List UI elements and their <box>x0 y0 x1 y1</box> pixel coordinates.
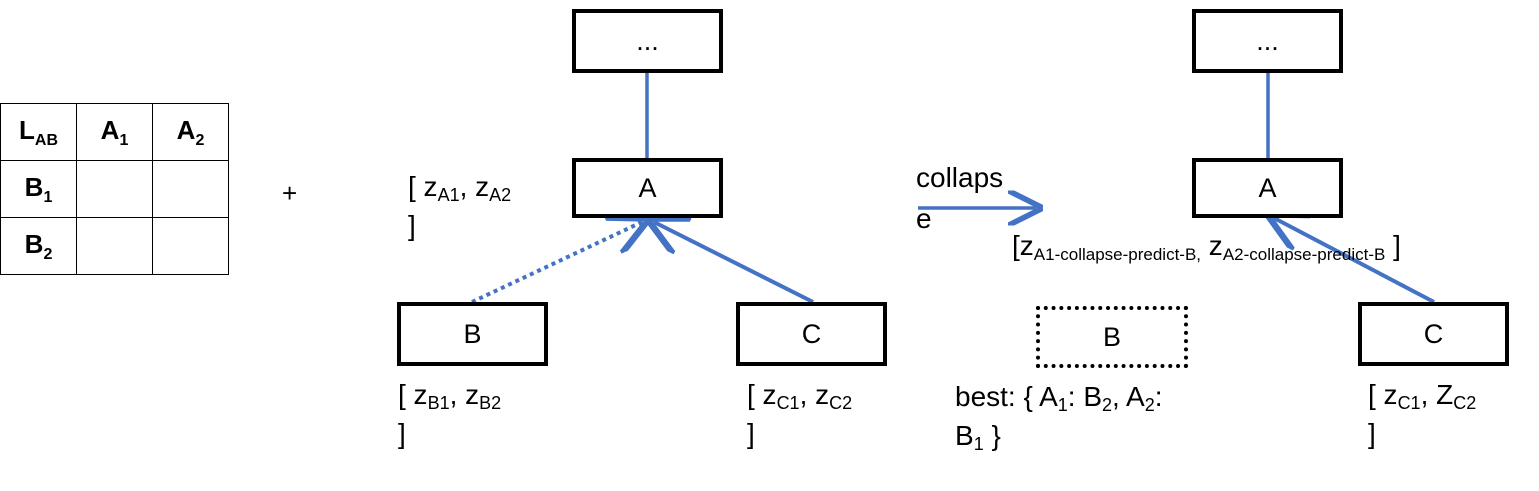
a-right-label: [zA1-collapse-predict-B, zA2-collapse-pr… <box>1012 230 1401 264</box>
node-c-left: C <box>736 302 887 366</box>
node-b-right-collapsed: B <box>1036 306 1188 368</box>
table-row-header-b1: B1 <box>0 160 77 218</box>
table-cell <box>76 160 153 218</box>
table-header-a1: A1 <box>76 103 153 161</box>
table-header-a2: A2 <box>152 103 229 161</box>
table-cell <box>152 217 229 275</box>
loss-table: LAB A1 A2 B1 B2 <box>0 103 229 275</box>
node-top-right: ... <box>1192 9 1343 73</box>
table-cell <box>76 217 153 275</box>
table-corner-cell: LAB <box>0 103 77 161</box>
table-row-header-b2: B2 <box>0 217 77 275</box>
c-right-label: [ zC1, ZC2] <box>1368 379 1477 450</box>
plus-sign: + <box>282 178 298 208</box>
table-cell <box>152 160 229 218</box>
b-left-label: [ zB1, zB2] <box>398 379 502 450</box>
node-a-left: A <box>572 158 723 218</box>
c-left-label: [ zC1, zC2] <box>747 379 853 450</box>
node-b-left: B <box>397 302 548 366</box>
node-a-right: A <box>1192 158 1343 218</box>
edge-c-a-left <box>654 222 814 304</box>
edge-c-a-right <box>1274 218 1435 304</box>
node-c-right: C <box>1358 302 1509 366</box>
a-left-label: [ zA1, zA2] <box>408 171 512 242</box>
node-top-left: ... <box>572 9 723 73</box>
best-label: best: { A1: B2, A2:B1 } <box>955 381 1163 455</box>
